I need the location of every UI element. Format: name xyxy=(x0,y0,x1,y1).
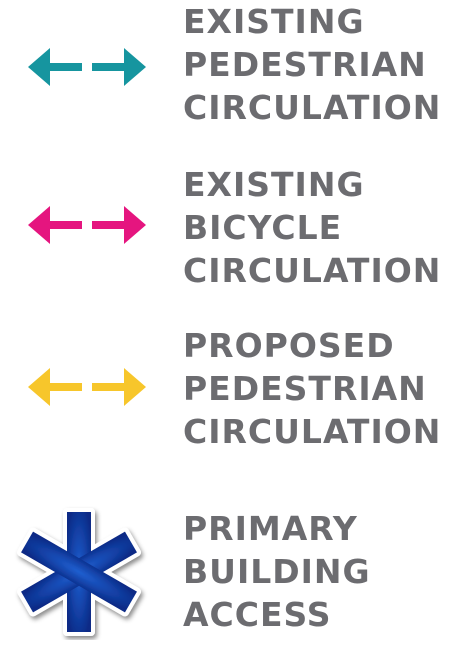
legend-label: PROPOSED PEDESTRIAN CIRCULATION xyxy=(183,324,441,453)
legend-label-line: PROPOSED xyxy=(183,326,395,365)
legend-label-line: CIRCULATION xyxy=(183,251,442,290)
legend-label-line: PEDESTRIAN xyxy=(183,369,427,408)
legend-label-line: CIRCULATION xyxy=(183,412,442,451)
legend-item-existing-bicycle: EXISTING BICYCLE CIRCULATION xyxy=(0,163,458,323)
double-arrow-icon xyxy=(28,48,146,86)
legend-label-line: PRIMARY xyxy=(183,509,358,548)
legend-label-line: ACCESS xyxy=(183,595,332,634)
legend-item-existing-pedestrian: EXISTING PEDESTRIAN CIRCULATION xyxy=(0,0,458,160)
legend-label: EXISTING BICYCLE CIRCULATION xyxy=(183,163,441,292)
double-arrow-icon xyxy=(28,368,146,406)
legend-label-line: PEDESTRIAN xyxy=(183,45,427,84)
legend-label-line: CIRCULATION xyxy=(183,88,442,127)
legend-item-proposed-pedestrian: PROPOSED PEDESTRIAN CIRCULATION xyxy=(0,324,458,484)
legend-label-line: BUILDING xyxy=(183,552,371,591)
legend-label: EXISTING PEDESTRIAN CIRCULATION xyxy=(183,0,441,129)
legend-item-primary-building-access: PRIMARY BUILDING ACCESS xyxy=(0,500,458,645)
double-arrow-icon xyxy=(28,206,146,244)
legend-label-line: EXISTING xyxy=(183,2,365,41)
asterisk-star-icon xyxy=(10,504,148,640)
legend-label-line: EXISTING xyxy=(183,165,365,204)
legend-label: PRIMARY BUILDING ACCESS xyxy=(183,507,371,636)
legend-label-line: BICYCLE xyxy=(183,208,343,247)
